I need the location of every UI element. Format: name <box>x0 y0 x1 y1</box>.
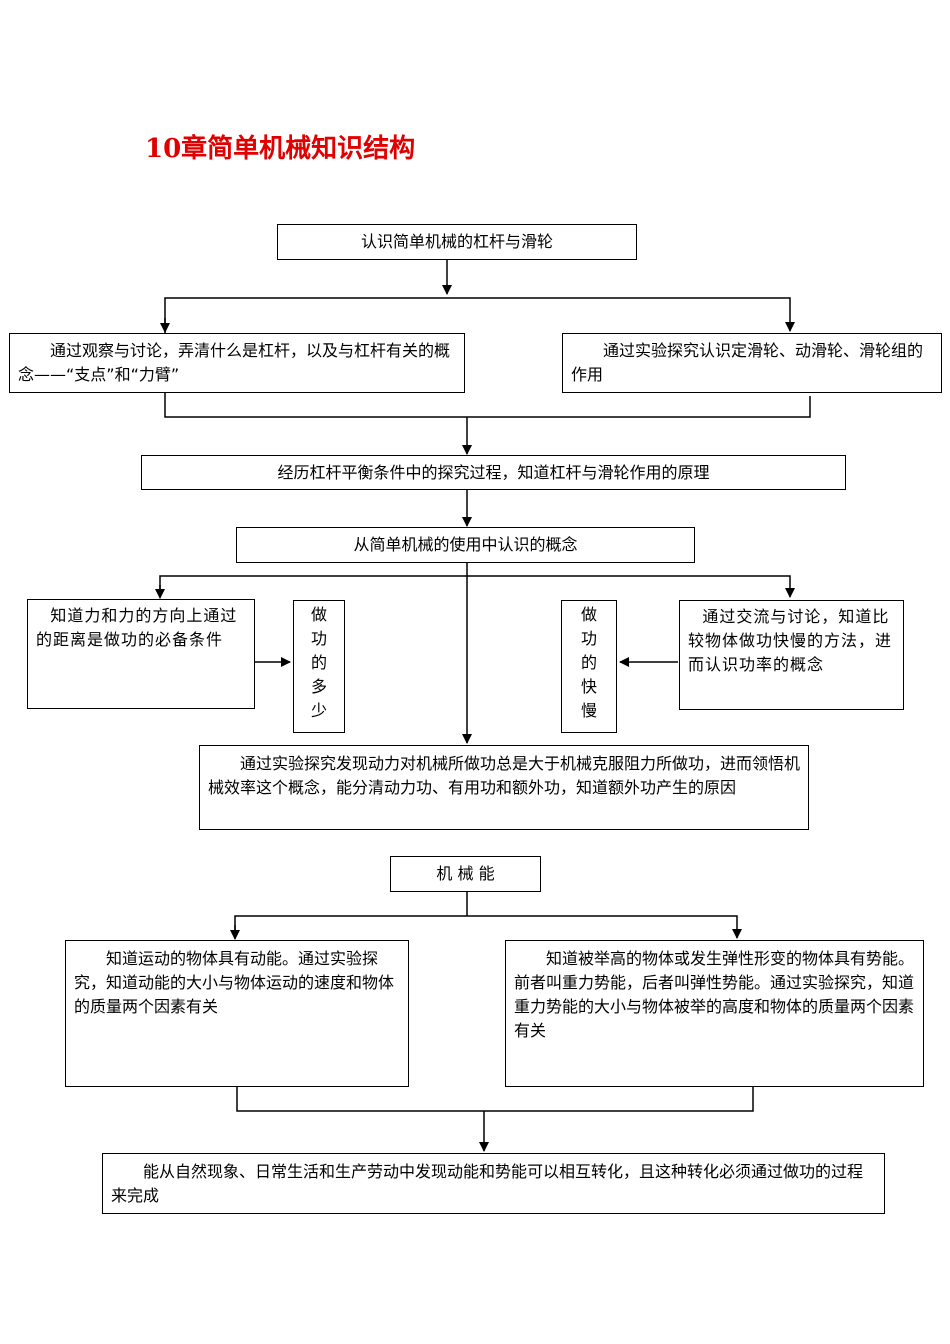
work-rate-char: 功 <box>580 629 597 648</box>
connector-n1-branch <box>164 297 795 333</box>
node-mechanical-energy: 机 械 能 <box>390 856 541 892</box>
node-lever-concepts: 通过观察与讨论，弄清什么是杠杆，以及与杠杆有关的概念——“支点”和“力臂” <box>9 333 465 393</box>
connector-merge-n12-n13 <box>236 1087 754 1112</box>
node-potential-energy: 知道被举高的物体或发生弹性形变的物体具有势能。前者叫重力势能，后者叫弹性势能。通… <box>505 940 924 1087</box>
node-mechanical-efficiency: 通过实验探究发现动力对机械所做功总是大于机械克服阻力所做功，进而领悟机械效率这个… <box>199 745 809 830</box>
node-work-rate: 做 功 的 快 慢 <box>561 600 617 733</box>
page-title: 10章简单机械知识结构 <box>145 134 416 164</box>
work-rate-char: 做 <box>580 605 597 624</box>
work-amount-char: 多 <box>310 677 327 696</box>
node-lever-balance: 经历杠杆平衡条件中的探究过程，知道杠杆与滑轮作用的原理 <box>141 455 846 490</box>
work-rate-char: 慢 <box>580 701 597 720</box>
node-work-conditions: 知道力和力的方向上通过的距离是做功的必备条件 <box>27 599 255 709</box>
work-amount-char: 的 <box>310 653 327 672</box>
connector-n11-branch <box>234 915 742 939</box>
work-amount-char: 功 <box>310 629 327 648</box>
node-concepts-from-use: 从简单机械的使用中认识的概念 <box>236 527 695 563</box>
work-amount-char: 少 <box>310 701 327 720</box>
node-work-amount: 做 功 的 多 少 <box>293 600 345 733</box>
node-pulley-experiment: 通过实验探究认识定滑轮、动滑轮、滑轮组的作用 <box>562 333 942 393</box>
work-rate-char: 的 <box>580 653 597 672</box>
node-kinetic-energy: 知道运动的物体具有动能。通过实验探究，知道动能的大小与物体运动的速度和物体的质量… <box>65 940 409 1087</box>
node-energy-conversion: 能从自然现象、日常生活和生产劳动中发现动能和势能可以相互转化，且这种转化必须通过… <box>102 1153 885 1214</box>
connector-n5-branch <box>159 575 795 598</box>
connector-merge-n2-n3 <box>164 393 811 418</box>
node-lever-pulley: 认识简单机械的杠杆与滑轮 <box>277 224 637 260</box>
work-amount-char: 做 <box>310 605 327 624</box>
node-power-concept: 通过交流与讨论，知道比较物体做功快慢的方法，进而认识功率的概念 <box>679 600 904 710</box>
work-rate-char: 快 <box>580 677 597 696</box>
